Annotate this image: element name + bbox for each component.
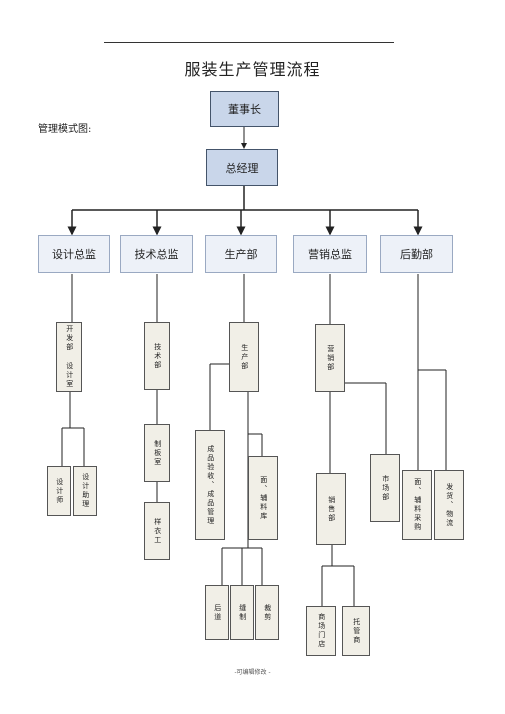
sales-dept-box: 销售部	[316, 473, 346, 545]
diagram-caption: 管理模式图:	[38, 124, 92, 135]
production-unit-box: 生产部	[229, 322, 259, 392]
page-footer: -可编辑修改 -	[234, 669, 271, 676]
design-director-box: 设计总监	[38, 235, 110, 273]
mall-stores-box: 商场门店	[306, 606, 336, 656]
pattern-room-box: 制板室	[144, 424, 170, 482]
production-dept-box: 生产部	[205, 235, 277, 273]
finishing-box: 后道	[205, 585, 229, 640]
logistics-dept-box: 后勤部	[380, 235, 453, 273]
page-title: 服装生产管理流程	[184, 60, 321, 79]
consignment-box: 托管商	[342, 606, 370, 656]
marketing-director-box: 营销总监	[293, 235, 367, 273]
tech-director-box: 技术总监	[120, 235, 193, 273]
header-rule	[104, 42, 394, 43]
designer-box: 设计师	[47, 466, 71, 516]
market-dept-box: 市场部	[370, 454, 400, 522]
sample-worker-box: 样衣工	[144, 502, 170, 560]
dev-dept-box: 开发部 设计室	[56, 322, 82, 392]
marketing-dept-box: 营销部	[315, 324, 345, 392]
cutting-box: 裁剪	[255, 585, 279, 640]
materials-warehouse-box: 面、辅料库	[248, 456, 278, 540]
delivery-logistics-box: 发货、物流	[434, 470, 464, 540]
design-assistant-box: 设计助理	[73, 466, 97, 516]
gm-box: 总经理	[206, 149, 278, 186]
qc-warehouse-box: 成品验收、成品管理	[195, 430, 225, 540]
chairman-box: 董事长	[210, 91, 279, 127]
sewing-box: 缝制	[230, 585, 254, 640]
purchasing-box: 面、辅料采购	[402, 470, 432, 540]
tech-dept-box: 技术部	[144, 322, 170, 390]
